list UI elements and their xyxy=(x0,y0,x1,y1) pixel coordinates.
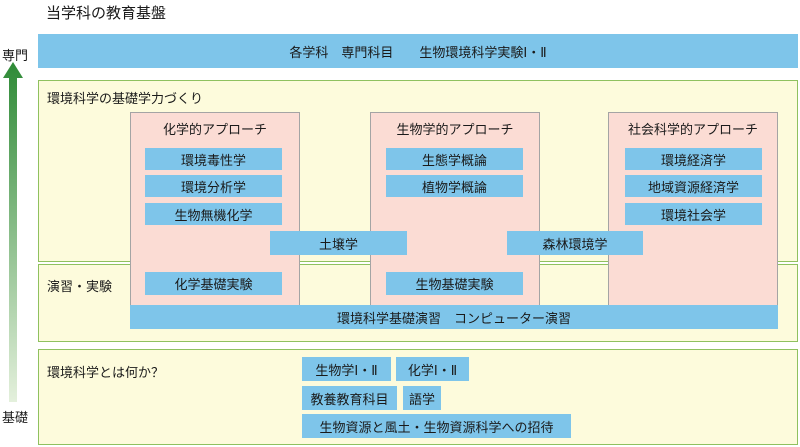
course-box: 環境社会学 xyxy=(625,203,762,225)
exercises-section-label: 演習・実験 xyxy=(47,280,113,295)
column-title: 社会科学的アプローチ xyxy=(627,123,758,138)
course-box: 環境分析学 xyxy=(145,175,282,197)
experiment-box: 生物基礎実験 xyxy=(386,272,523,295)
course-box: 地域資源経済学 xyxy=(625,175,762,197)
basic-course-box: 生物学Ⅰ・Ⅱ xyxy=(302,357,391,381)
course-box: 環境経済学 xyxy=(625,148,762,170)
course-box: 生態学概論 xyxy=(386,148,523,170)
course-box: 植物学概論 xyxy=(386,175,523,197)
shared-course-box: 土壌学 xyxy=(270,231,407,255)
diagram-title: 当学科の教育基盤 xyxy=(46,4,167,22)
shared-course-box: 森林環境学 xyxy=(507,231,643,255)
column-title: 化学的アプローチ xyxy=(162,123,267,138)
foundation-section-label: 環境科学の基礎学力づくり xyxy=(47,92,204,107)
basic-course-box: 語学 xyxy=(403,386,441,410)
column-title: 生物学的アプローチ xyxy=(396,123,514,138)
axis-label-advanced: 専門 xyxy=(2,49,29,64)
axis-label-basic: 基礎 xyxy=(2,411,29,426)
basic-course-box: 生物資源と風土・生物資源科学への招待 xyxy=(302,414,571,438)
exercise-bar: 環境科学基礎演習 コンピューター演習 xyxy=(130,305,778,329)
specialized-courses-bar: 各学科 専門科目 生物環境科学実験Ⅰ・Ⅱ xyxy=(38,34,798,68)
basic-course-box: 教養教育科目 xyxy=(302,386,397,410)
course-box: 環境毒性学 xyxy=(145,148,282,170)
progression-arrow-icon xyxy=(3,62,23,402)
basics-section-label: 環境科学とは何か？ xyxy=(47,366,165,381)
experiment-box: 化学基礎実験 xyxy=(145,272,282,295)
basic-course-box: 化学Ⅰ・Ⅱ xyxy=(396,357,469,381)
course-box: 生物無機化学 xyxy=(145,203,282,225)
